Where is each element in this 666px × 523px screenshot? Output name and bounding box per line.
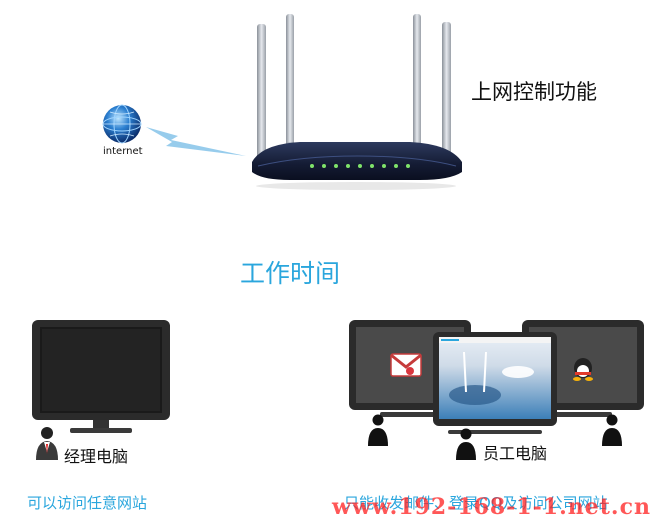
user-icon xyxy=(456,428,476,460)
manager-monitor xyxy=(32,320,170,433)
mail-icon xyxy=(390,353,422,377)
user-icon xyxy=(36,427,58,460)
employee-pc-label: 员工电脑 xyxy=(483,444,548,463)
globe-icon xyxy=(102,104,142,144)
user-icon xyxy=(368,414,388,446)
qq-icon xyxy=(573,358,593,381)
employee-monitor-center xyxy=(433,332,557,434)
page-title: 上网控制功能 xyxy=(471,80,597,104)
manager-pc-label: 经理电脑 xyxy=(64,447,129,466)
router-icon xyxy=(252,14,462,190)
manager-caption: 可以访问任意网站 xyxy=(27,494,148,512)
internet-label: internet xyxy=(103,146,143,157)
site-watermark: www.192-168-1-1.net.cn xyxy=(332,494,651,520)
user-icon xyxy=(602,414,622,446)
section-title: 工作时间 xyxy=(240,259,341,288)
employee-caption: 只能收发邮件、登录QQ及访问公司网站 xyxy=(344,494,608,512)
signal-icon xyxy=(146,127,246,156)
